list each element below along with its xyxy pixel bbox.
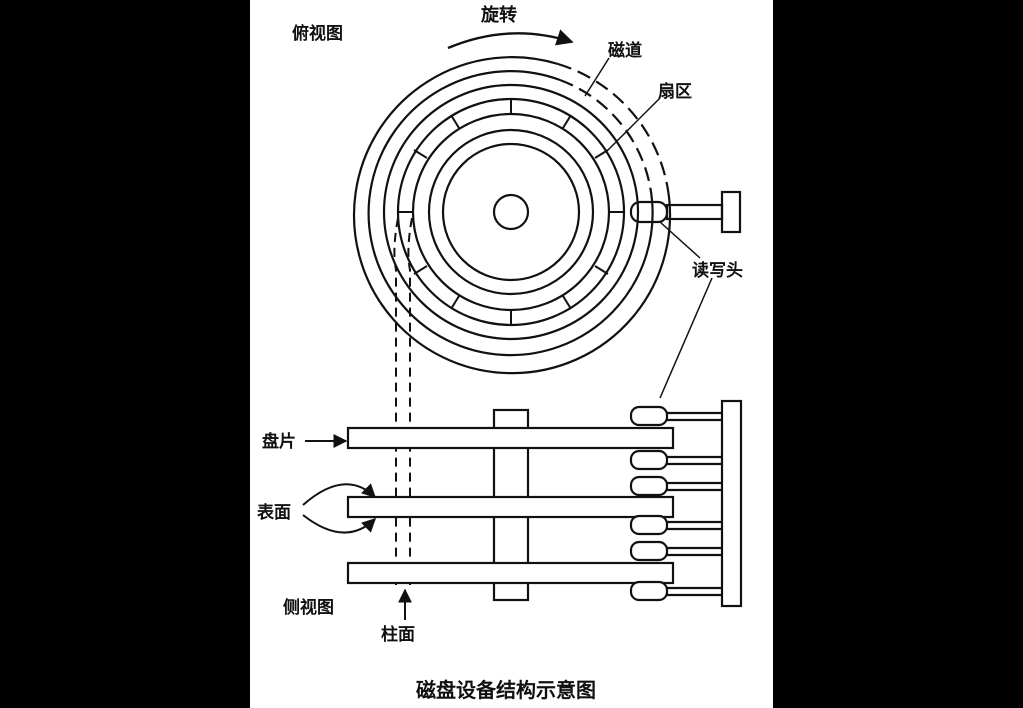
track-ring-2-dashed [559,78,654,201]
top-view [352,29,742,399]
surface-arrow-bottom [302,514,377,534]
spindle-hole [492,193,530,231]
track-pointer [584,57,610,97]
label-sector: 扇区 [658,81,692,102]
head-arms [665,411,722,597]
label-top-view: 俯视图 [292,23,343,44]
head-sliders-side [629,405,669,602]
head-mount-top [720,190,742,234]
label-cylinder: 柱面 [381,624,415,645]
label-read-write-head: 读写头 [692,260,743,281]
actuator-bar [720,399,743,608]
labels: 俯视图 旋转 磁道 扇区 读写头 盘片 表面 侧视图 柱面 磁盘设备结构示意图 [257,4,743,702]
label-side-view: 侧视图 [283,597,334,618]
rotation-arrow [447,29,574,50]
sector-dividers [398,99,624,325]
label-platter: 盘片 [262,431,296,452]
caption: 磁盘设备结构示意图 [416,678,596,702]
inner-ring [441,142,581,282]
head-pointer-side [659,277,713,399]
label-track: 磁道 [608,40,642,61]
surface-arrow-top [302,483,377,506]
sector-pointer [607,97,661,151]
cylinder-lines [393,217,413,585]
track-ring-3 [382,83,640,341]
track-ring-6 [427,128,595,296]
head-pointer-top [659,221,701,259]
platter-1 [346,426,675,450]
track-ring-1-dashed [557,62,670,191]
label-rotation: 旋转 [480,4,517,26]
head-slider-top [629,200,669,224]
platter-2 [346,495,675,519]
track-ring-2 [367,70,654,357]
label-surface: 表面 [257,502,291,523]
side-view [302,399,743,620]
platter-3 [346,561,675,585]
track-ring-1 [352,56,672,375]
